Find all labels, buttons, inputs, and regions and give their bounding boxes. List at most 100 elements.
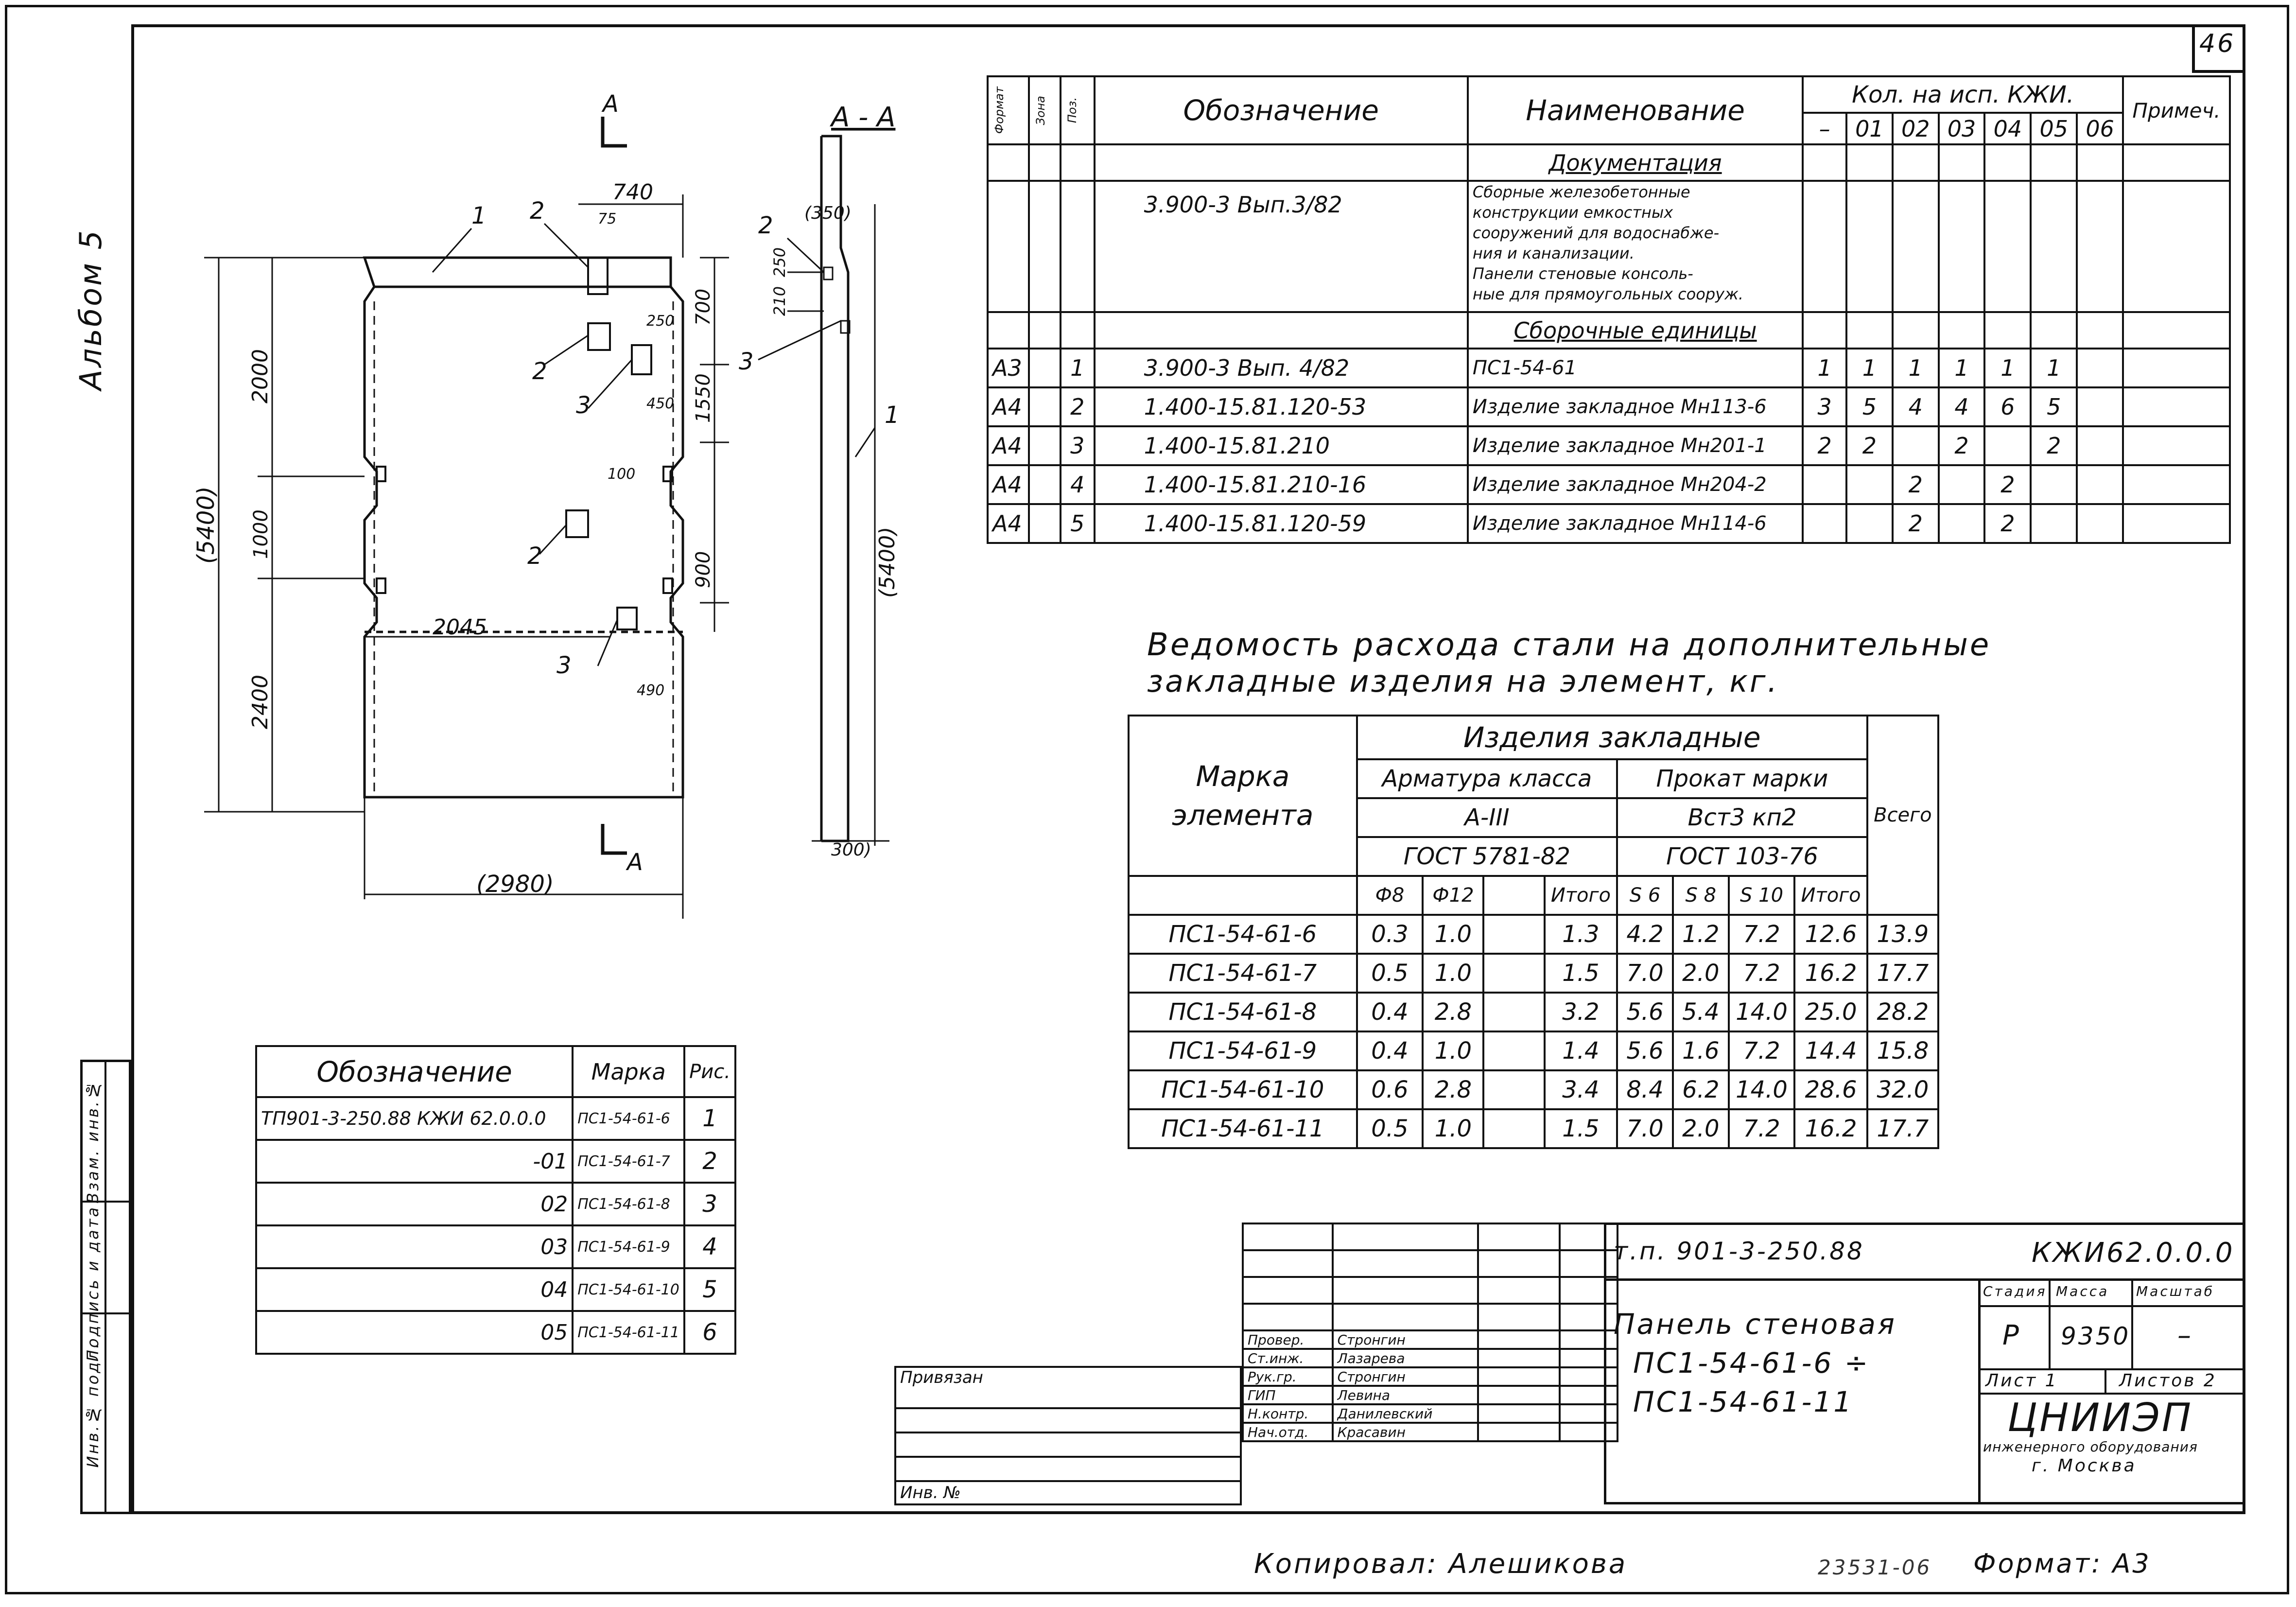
spec-h-qty: Кол. на исп. КЖИ. xyxy=(1802,75,2124,114)
spec-qty: 6 xyxy=(1983,386,2032,427)
stamp-city: г. Москва xyxy=(2032,1456,2137,1476)
section-callout-3: 3 xyxy=(739,348,754,375)
steel-value: 5.4 xyxy=(1671,992,1730,1032)
dim-450: 450 xyxy=(646,395,674,412)
steel-title-2: закладные изделия на элемент, кг. xyxy=(1147,664,1779,699)
steel-value: 5.6 xyxy=(1616,1031,1674,1071)
spec-qty xyxy=(2076,503,2124,544)
signature-person: Лазарева xyxy=(1331,1348,1479,1368)
signature-sign xyxy=(1477,1422,1561,1442)
var-h-fig: Рис. xyxy=(683,1045,736,1098)
side-label-vzam: Взам. инв.№ xyxy=(84,1079,102,1204)
callout-3b: 3 xyxy=(557,652,572,679)
steel-value: 0.4 xyxy=(1356,1031,1424,1071)
steel-value: 15.8 xyxy=(1866,1031,1940,1071)
steel-value: 28.2 xyxy=(1866,992,1940,1032)
dim-75: 75 xyxy=(598,210,616,227)
signature-row: Нач.отд.Красавин xyxy=(1242,1422,1618,1442)
dim-right-1550: 1550 xyxy=(692,373,714,423)
steel-value: 0.6 xyxy=(1356,1069,1424,1110)
variant-designation: 03 xyxy=(255,1224,574,1269)
signature-sign xyxy=(1477,1348,1561,1368)
steel-value: 8.4 xyxy=(1616,1069,1674,1110)
variant-fig: 1 xyxy=(683,1096,736,1141)
signature-sign xyxy=(1477,1366,1561,1387)
spec-qty xyxy=(2076,386,2124,427)
steel-h-total: Всего xyxy=(1866,715,1940,916)
signature-date xyxy=(1559,1329,1618,1350)
spec-qty: 2 xyxy=(2030,425,2078,466)
steel-subheader: S 8 xyxy=(1671,875,1730,916)
signature-row: Н.контр.Данилевский xyxy=(1242,1403,1618,1424)
spec-note xyxy=(2122,503,2231,544)
steel-value: 17.7 xyxy=(1866,1108,1940,1149)
signature-role: ГИП xyxy=(1242,1385,1334,1405)
variant-mark: ПС1-54-61-11 xyxy=(572,1310,686,1355)
spec-qty: 4 xyxy=(1937,386,1986,427)
stamp-code: КЖИ62.0.0.0 xyxy=(2032,1237,2235,1269)
steel-value xyxy=(1482,953,1546,994)
variant-fig: 2 xyxy=(683,1139,736,1184)
spec-qty: 1 xyxy=(1937,348,1986,388)
signature-person: Стронгин xyxy=(1331,1366,1479,1387)
spec-qty xyxy=(1891,425,1940,466)
signature-sign xyxy=(1477,1385,1561,1405)
signature-person: Левина xyxy=(1331,1385,1479,1405)
spec-zone xyxy=(1027,348,1061,388)
stamp-stage: Р xyxy=(2002,1320,2021,1351)
stamp-sheet: Лист 1 xyxy=(1985,1371,2058,1391)
signature-role: Провер. xyxy=(1242,1329,1334,1350)
steel-mark: ПС1-54-61-6 xyxy=(1128,914,1358,955)
side-stamp-divider-v xyxy=(104,1060,106,1514)
qty-col: 05 xyxy=(2030,112,2078,145)
spec-format: А4 xyxy=(987,503,1030,544)
steel-value: 16.2 xyxy=(1793,953,1868,994)
spec-qty xyxy=(2076,464,2124,505)
stamp-sheets: Листов 2 xyxy=(2119,1371,2217,1391)
steel-subheader: Ф12 xyxy=(1422,875,1485,916)
qty-col: 01 xyxy=(1845,112,1894,145)
spec-h-designation: Обозначение xyxy=(1093,75,1469,145)
steel-value: 12.6 xyxy=(1793,914,1868,955)
var-h-mark: Марка xyxy=(572,1045,686,1098)
stamp-org-sub: инженерного оборудования xyxy=(1983,1439,2198,1455)
steel-value: 7.2 xyxy=(1727,1031,1796,1071)
variant-fig: 5 xyxy=(683,1267,736,1312)
qty-col: 03 xyxy=(1937,112,1986,145)
spec-qty: 1 xyxy=(1983,348,2032,388)
qty-col: 04 xyxy=(1983,112,2032,145)
dim-side-top: (350) xyxy=(804,203,852,223)
spec-designation: 3.900-3 Вып. 4/82 xyxy=(1093,348,1469,388)
spec-h-name: Наименование xyxy=(1466,75,1804,145)
variant-mark: ПС1-54-61-10 xyxy=(572,1267,686,1312)
steel-mark: ПС1-54-61-10 xyxy=(1128,1069,1358,1110)
footer-num: 23531-06 xyxy=(1818,1555,1932,1579)
steel-value: 1.5 xyxy=(1543,1108,1618,1149)
steel-mark: ПС1-54-61-7 xyxy=(1128,953,1358,994)
spec-zone xyxy=(1027,464,1061,505)
stamp-right xyxy=(1604,1223,2245,1504)
steel-h-items: Изделия закладные xyxy=(1356,715,1868,760)
spec-designation: 1.400-15.81.120-59 xyxy=(1093,503,1469,544)
steel-value: 0.5 xyxy=(1356,1108,1424,1149)
inv-no-label: Инв. № xyxy=(894,1480,1242,1505)
steel-value: 14.0 xyxy=(1727,992,1796,1032)
spec-qty: 1 xyxy=(1802,348,1847,388)
variant-designation: ТП901-3-250.88 КЖИ 62.0.0.0 xyxy=(255,1096,574,1141)
spec-pos: 1 xyxy=(1059,348,1096,388)
callout-2b: 2 xyxy=(532,358,547,385)
spec-qty: 2 xyxy=(1891,503,1940,544)
steel-h-rebar: Арматура класса xyxy=(1356,758,1618,799)
stamp-mass: 9350 xyxy=(2061,1322,2131,1350)
steel-value: 17.7 xyxy=(1866,953,1940,994)
signature-date xyxy=(1559,1422,1618,1442)
stamp-title-1: Панель стеновая xyxy=(1614,1308,1896,1341)
signature-role: Нач.отд. xyxy=(1242,1422,1334,1442)
spec-qty xyxy=(1937,503,1986,544)
